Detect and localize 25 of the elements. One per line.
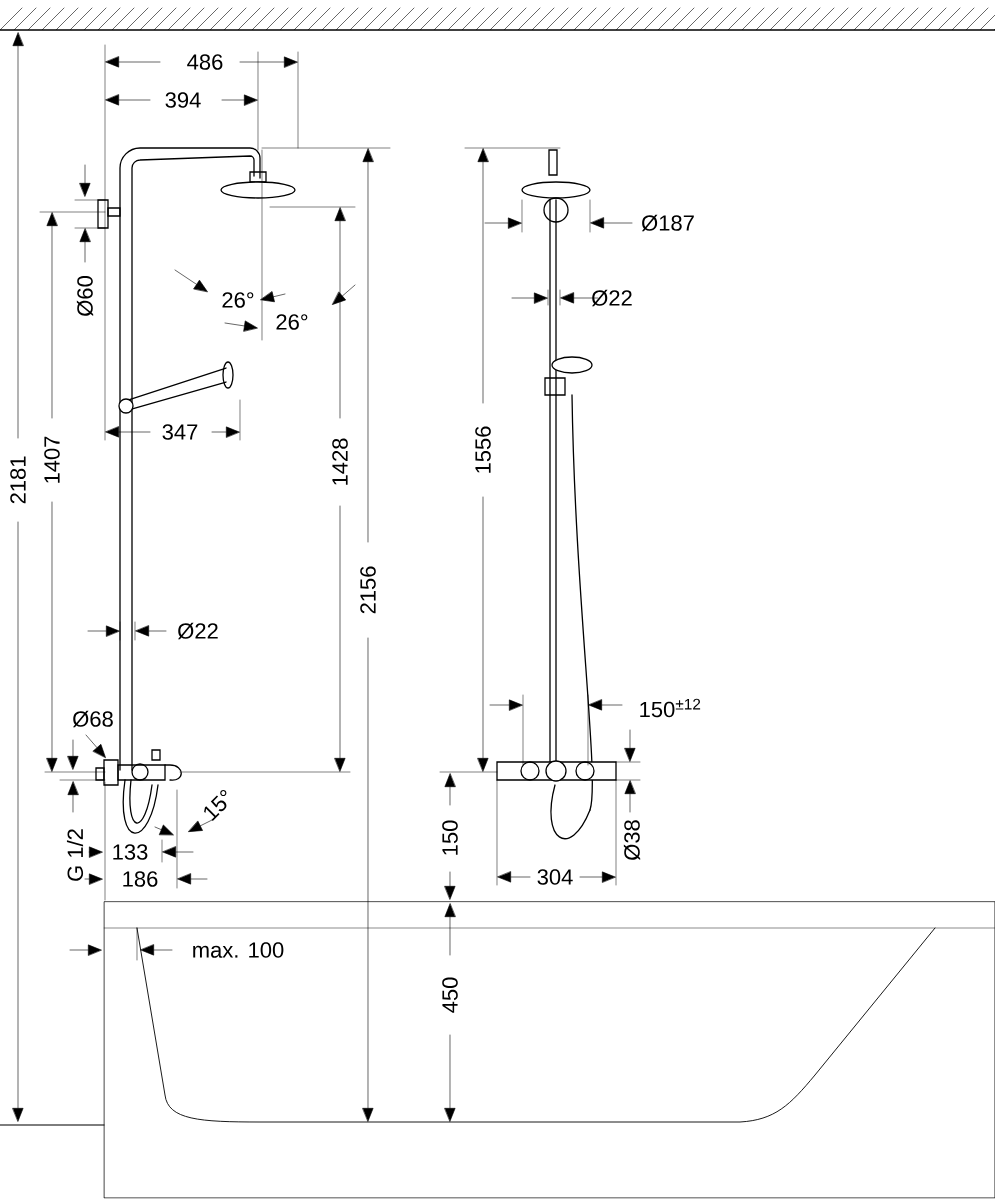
dimension-label: 1428 bbox=[332, 438, 348, 485]
dimension-label: 150$^{±12}$ bbox=[640, 698, 701, 718]
dimension-label: Ø60 bbox=[76, 276, 94, 317]
dimension-label: Ø38 bbox=[623, 820, 641, 861]
dimension-label: 2181 bbox=[10, 456, 26, 504]
dimension-label: G 1/2 bbox=[66, 829, 84, 881]
dimension-label: 347 bbox=[162, 424, 198, 440]
dimension-label: max. 100 bbox=[193, 942, 284, 958]
dimension-label: 1407 bbox=[44, 436, 60, 483]
dimension-label: 15° bbox=[204, 789, 227, 821]
dimension-label: 394 bbox=[165, 92, 201, 108]
dimension-label: 304 bbox=[537, 869, 573, 885]
dimension-label: 186 bbox=[123, 871, 158, 887]
dimension-label: Ø22 bbox=[592, 289, 632, 307]
dimension-label: 1556 bbox=[475, 426, 491, 473]
dimension-label: 486 bbox=[187, 54, 223, 70]
dimension-label: 2156 bbox=[360, 566, 376, 614]
dimension-label: 133 bbox=[113, 844, 148, 860]
dimension-label: 26° bbox=[222, 292, 254, 308]
dimension-label: Ø187 bbox=[641, 214, 694, 232]
dimension-label: 150 bbox=[442, 820, 458, 855]
dimension-label: Ø68 bbox=[73, 710, 113, 728]
dimension-label: 26° bbox=[276, 314, 308, 330]
dimension-label: 450 bbox=[442, 977, 458, 1013]
dimension-label: Ø22 bbox=[178, 622, 218, 640]
